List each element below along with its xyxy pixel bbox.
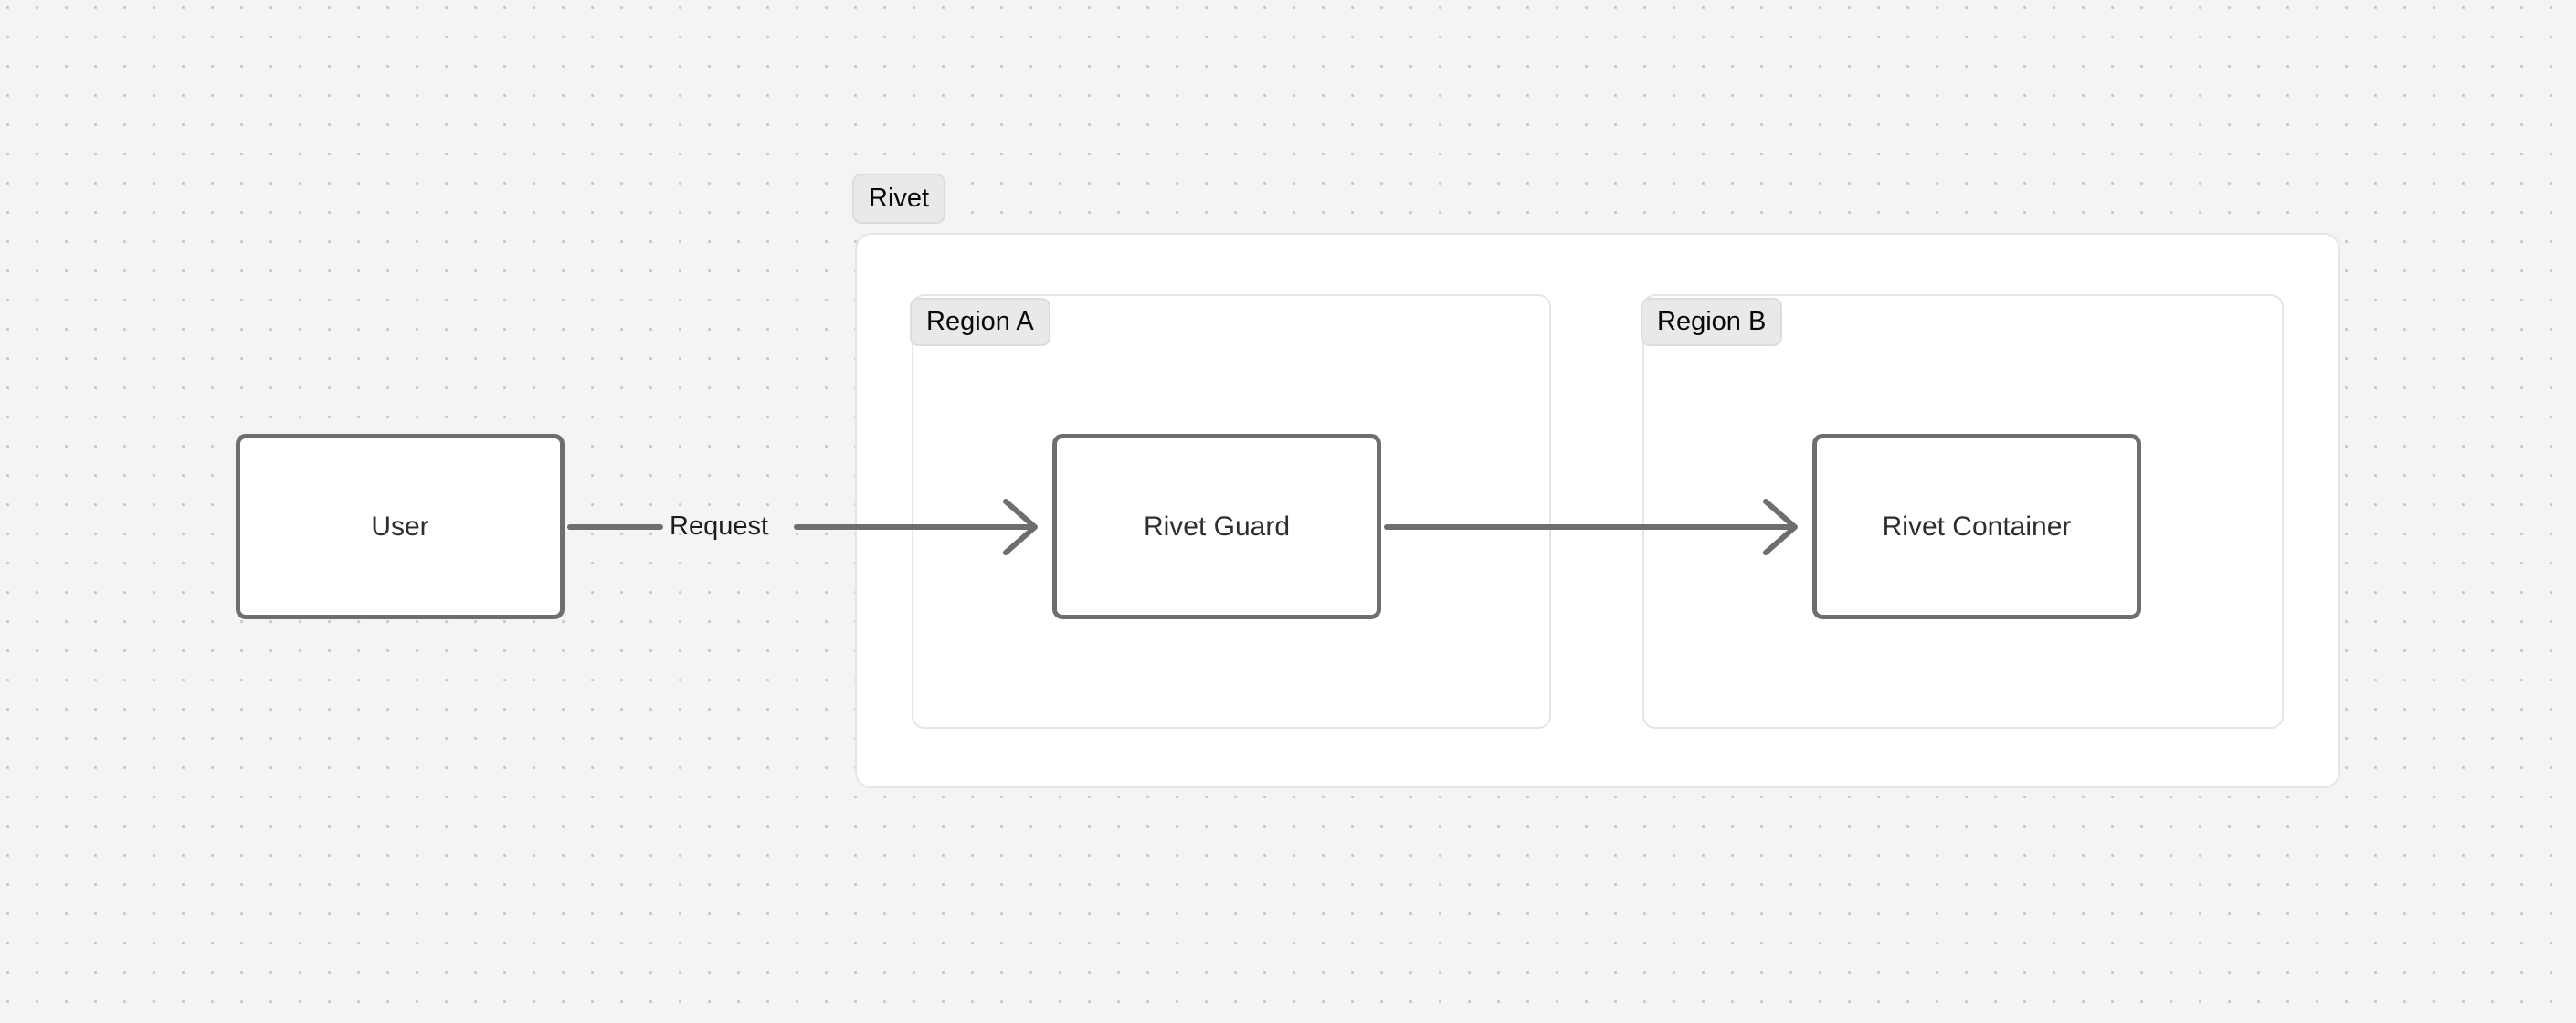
node-label: User — [371, 511, 429, 542]
node-rivet-container[interactable]: Rivet Container — [1812, 434, 2141, 619]
group-label-region-a[interactable]: Region A — [910, 298, 1050, 346]
node-label: Rivet Guard — [1143, 511, 1291, 542]
group-label-rivet[interactable]: Rivet — [852, 174, 946, 224]
group-label-region-b[interactable]: Region B — [1641, 298, 1783, 346]
node-label: Rivet Container — [1882, 511, 2072, 542]
node-rivet-guard[interactable]: Rivet Guard — [1052, 434, 1381, 619]
node-user[interactable]: User — [236, 434, 565, 619]
edge-label-request: Request — [670, 512, 769, 541]
